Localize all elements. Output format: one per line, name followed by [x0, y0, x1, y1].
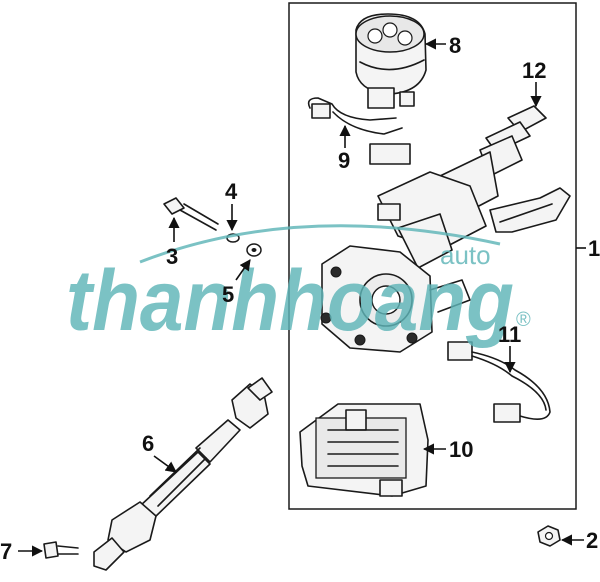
intermediate-shaft [93, 377, 273, 571]
watermark-registered-mark: ® [516, 309, 531, 331]
power-steering-control-module [299, 403, 429, 497]
bolt [163, 197, 219, 231]
callout-10: 10 [449, 437, 473, 462]
column-wire-harness [447, 341, 551, 423]
callout-7: 7 [0, 539, 12, 564]
callout-3: 3 [166, 244, 178, 269]
washer-large [246, 243, 262, 257]
combination-switch-housing [355, 13, 427, 109]
assembly-frame [288, 2, 577, 510]
callout-9: 9 [338, 148, 350, 173]
callout-2: 2 [586, 528, 598, 553]
leader-5 [235, 259, 251, 281]
nut [537, 525, 561, 547]
callout-8: 8 [449, 33, 461, 58]
watermark-sub: auto [440, 240, 491, 270]
watermark: thanhhoang auto ® [66, 224, 531, 349]
callout-5: 5 [222, 282, 234, 307]
leader-6 [153, 455, 177, 473]
steering-column-body [320, 135, 571, 353]
watermark-swoosh [139, 224, 501, 264]
callout-12: 12 [522, 58, 546, 83]
callout-1: 1 [588, 236, 600, 261]
watermark-brand: thanhhoang [66, 253, 514, 349]
callout-6: 6 [142, 431, 154, 456]
switch-wire-harness [307, 97, 411, 165]
yoke-bolt [43, 541, 79, 559]
callout-4: 4 [225, 179, 238, 204]
callout-11: 11 [498, 322, 521, 347]
